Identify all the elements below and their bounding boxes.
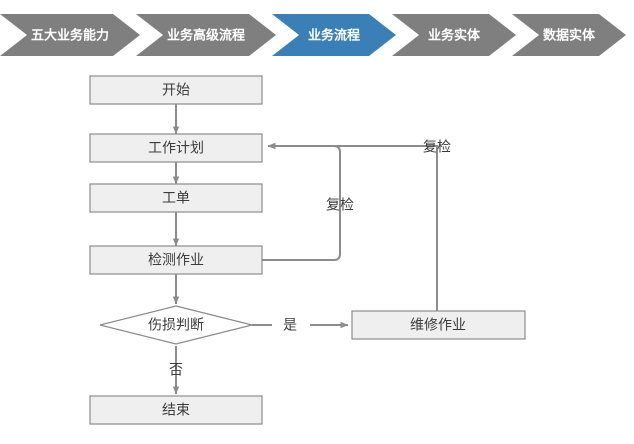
edge-label-recheck-inner: 复检: [326, 197, 354, 213]
node-repair-shape: [351, 310, 526, 340]
node-repair[interactable]: 维修作业: [351, 310, 526, 340]
breadcrumb-item-1-label: 五大业务能力: [31, 27, 109, 42]
breadcrumb-item-3[interactable]: 业务流程: [272, 14, 396, 56]
edge-label-yes: 是: [283, 317, 297, 333]
breadcrumb-item-4[interactable]: 业务实体: [392, 14, 516, 56]
breadcrumb-item-1[interactable]: 五大业务能力: [0, 14, 140, 56]
chevron-shape: [136, 14, 276, 56]
node-end-shape: [89, 395, 263, 425]
edge-repair-to-workplan-recheck: [267, 142, 438, 311]
node-inspection-label: 检测作业: [148, 252, 204, 268]
node-decision-shape: [99, 305, 253, 345]
node-workplan-label: 工作计划: [148, 140, 204, 156]
breadcrumb-item-2[interactable]: 业务高级流程: [136, 14, 276, 56]
chevron-shape: [0, 14, 140, 56]
node-decision[interactable]: 伤损判断: [99, 305, 253, 345]
chevron-shape: [512, 14, 626, 56]
breadcrumb: 五大业务能力 业务高级流程 业务流程 业务实体 数据实体: [0, 0, 634, 60]
breadcrumb-item-4-label: 业务实体: [428, 27, 481, 42]
edge-label-no: 否: [169, 362, 183, 378]
node-end-label: 结束: [162, 402, 190, 418]
node-repair-label: 维修作业: [410, 317, 466, 333]
node-start-shape: [89, 75, 263, 105]
breadcrumb-item-5[interactable]: 数据实体: [512, 14, 626, 56]
node-workplan[interactable]: 工作计划: [89, 133, 263, 163]
node-workplan-shape: [89, 133, 263, 163]
node-workorder[interactable]: 工单: [89, 183, 263, 213]
chevron-shape-active: [272, 14, 396, 56]
node-start-label: 开始: [162, 82, 190, 98]
node-decision-label: 伤损判断: [148, 317, 204, 333]
node-end[interactable]: 结束: [89, 395, 263, 425]
node-inspection[interactable]: 检测作业: [89, 245, 263, 275]
breadcrumb-item-3-label: 业务流程: [308, 27, 360, 42]
chevron-shape: [392, 14, 516, 56]
node-workorder-label: 工单: [162, 190, 190, 206]
node-workorder-shape: [89, 183, 263, 213]
node-inspection-shape: [89, 245, 263, 275]
node-start[interactable]: 开始: [89, 75, 263, 105]
business-process-flowchart: 开始 工作计划 工单 检测作业 伤损判断 维修作业 结束 是 否: [0, 58, 634, 439]
breadcrumb-item-2-label: 业务高级流程: [167, 27, 245, 42]
edge-label-recheck-outer: 复检: [423, 139, 451, 155]
breadcrumb-item-5-label: 数据实体: [543, 27, 596, 42]
